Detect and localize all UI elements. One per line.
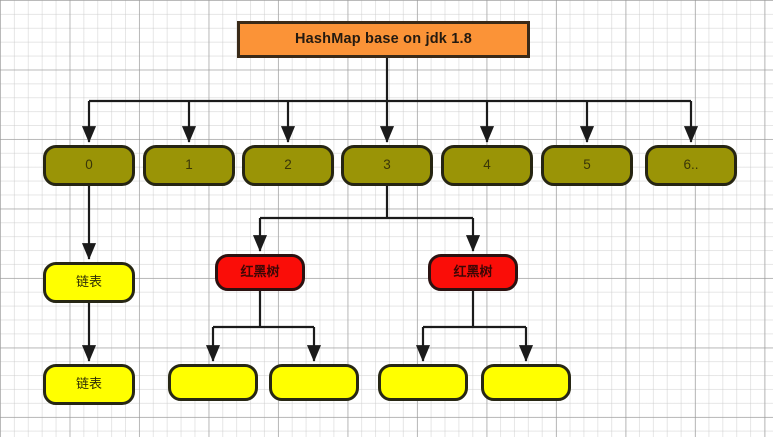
red-black-tree-label-right: 红黑树 xyxy=(453,264,493,280)
bucket-node-6[interactable]: 6.. xyxy=(645,145,737,186)
bucket-node-3[interactable]: 3 xyxy=(341,145,433,186)
linked-list-label-2: 链表 xyxy=(75,376,102,392)
bucket-label-4: 4 xyxy=(483,157,491,173)
linked-list-node-1[interactable]: 链表 xyxy=(43,262,135,303)
red-black-tree-node-left[interactable]: 红黑树 xyxy=(215,254,305,291)
hashmap-title-node[interactable]: HashMap base on jdk 1.8 xyxy=(237,21,530,58)
bucket-label-6: 6.. xyxy=(683,157,699,173)
bucket-node-2[interactable]: 2 xyxy=(242,145,334,186)
bucket-node-0[interactable]: 0 xyxy=(43,145,135,186)
linked-list-node-2[interactable]: 链表 xyxy=(43,364,135,405)
bucket-label-2: 2 xyxy=(284,157,292,173)
bucket-node-4[interactable]: 4 xyxy=(441,145,533,186)
tree-leaf-node-4[interactable] xyxy=(481,364,571,401)
bucket-label-3: 3 xyxy=(383,157,391,173)
bucket-node-5[interactable]: 5 xyxy=(541,145,633,186)
red-black-tree-node-right[interactable]: 红黑树 xyxy=(428,254,518,291)
hashmap-title-label: HashMap base on jdk 1.8 xyxy=(294,30,473,47)
tree-leaf-node-2[interactable] xyxy=(269,364,359,401)
tree-leaf-node-3[interactable] xyxy=(378,364,468,401)
bucket-label-0: 0 xyxy=(85,157,93,173)
red-black-tree-label-left: 红黑树 xyxy=(240,264,280,280)
bucket-label-1: 1 xyxy=(185,157,193,173)
bucket-label-5: 5 xyxy=(583,157,591,173)
bucket-node-1[interactable]: 1 xyxy=(143,145,235,186)
tree-leaf-node-1[interactable] xyxy=(168,364,258,401)
linked-list-label-1: 链表 xyxy=(75,274,102,290)
